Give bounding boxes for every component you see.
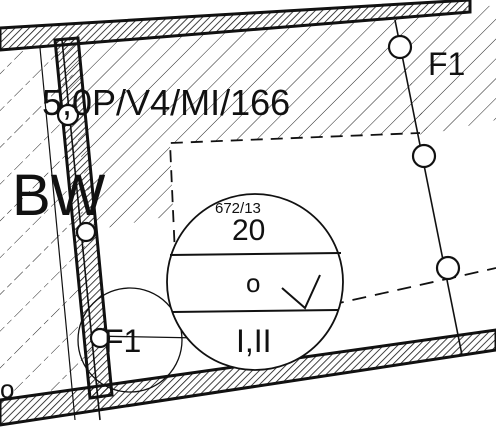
marker-top-right [387, 34, 413, 60]
lower-marker-circle [89, 327, 111, 349]
plot-code-label: 5,0P/V4/MI/166 [42, 82, 290, 123]
circle-value-bottom: I,II [236, 323, 272, 359]
marker-left-middle [75, 221, 97, 243]
circle-value-top: 20 [232, 214, 265, 247]
hatched-area-main [60, 5, 496, 230]
f1-bottom-line [91, 335, 201, 339]
corner-mark-left: o [0, 374, 14, 404]
parcel-annotation-circle [166, 193, 344, 371]
parcel-boundary-left-outer [39, 47, 76, 421]
f1-label-top: F1 [428, 46, 465, 82]
circle-value-middle: o [246, 268, 260, 298]
zone-label: BW [12, 163, 106, 228]
parcel-boundary-right [394, 19, 463, 356]
wall-top [0, 0, 472, 52]
building-line [169, 132, 421, 323]
parcel-number-label: 672/13 [215, 200, 261, 217]
f1-label-bottom: F1 [104, 323, 141, 359]
marker-right-lower [435, 255, 461, 281]
marker-right-middle [411, 143, 437, 169]
wall-bottom [0, 328, 496, 427]
building-line-lower [329, 267, 496, 306]
marker-left-top [56, 103, 80, 127]
lower-circle [77, 287, 183, 393]
